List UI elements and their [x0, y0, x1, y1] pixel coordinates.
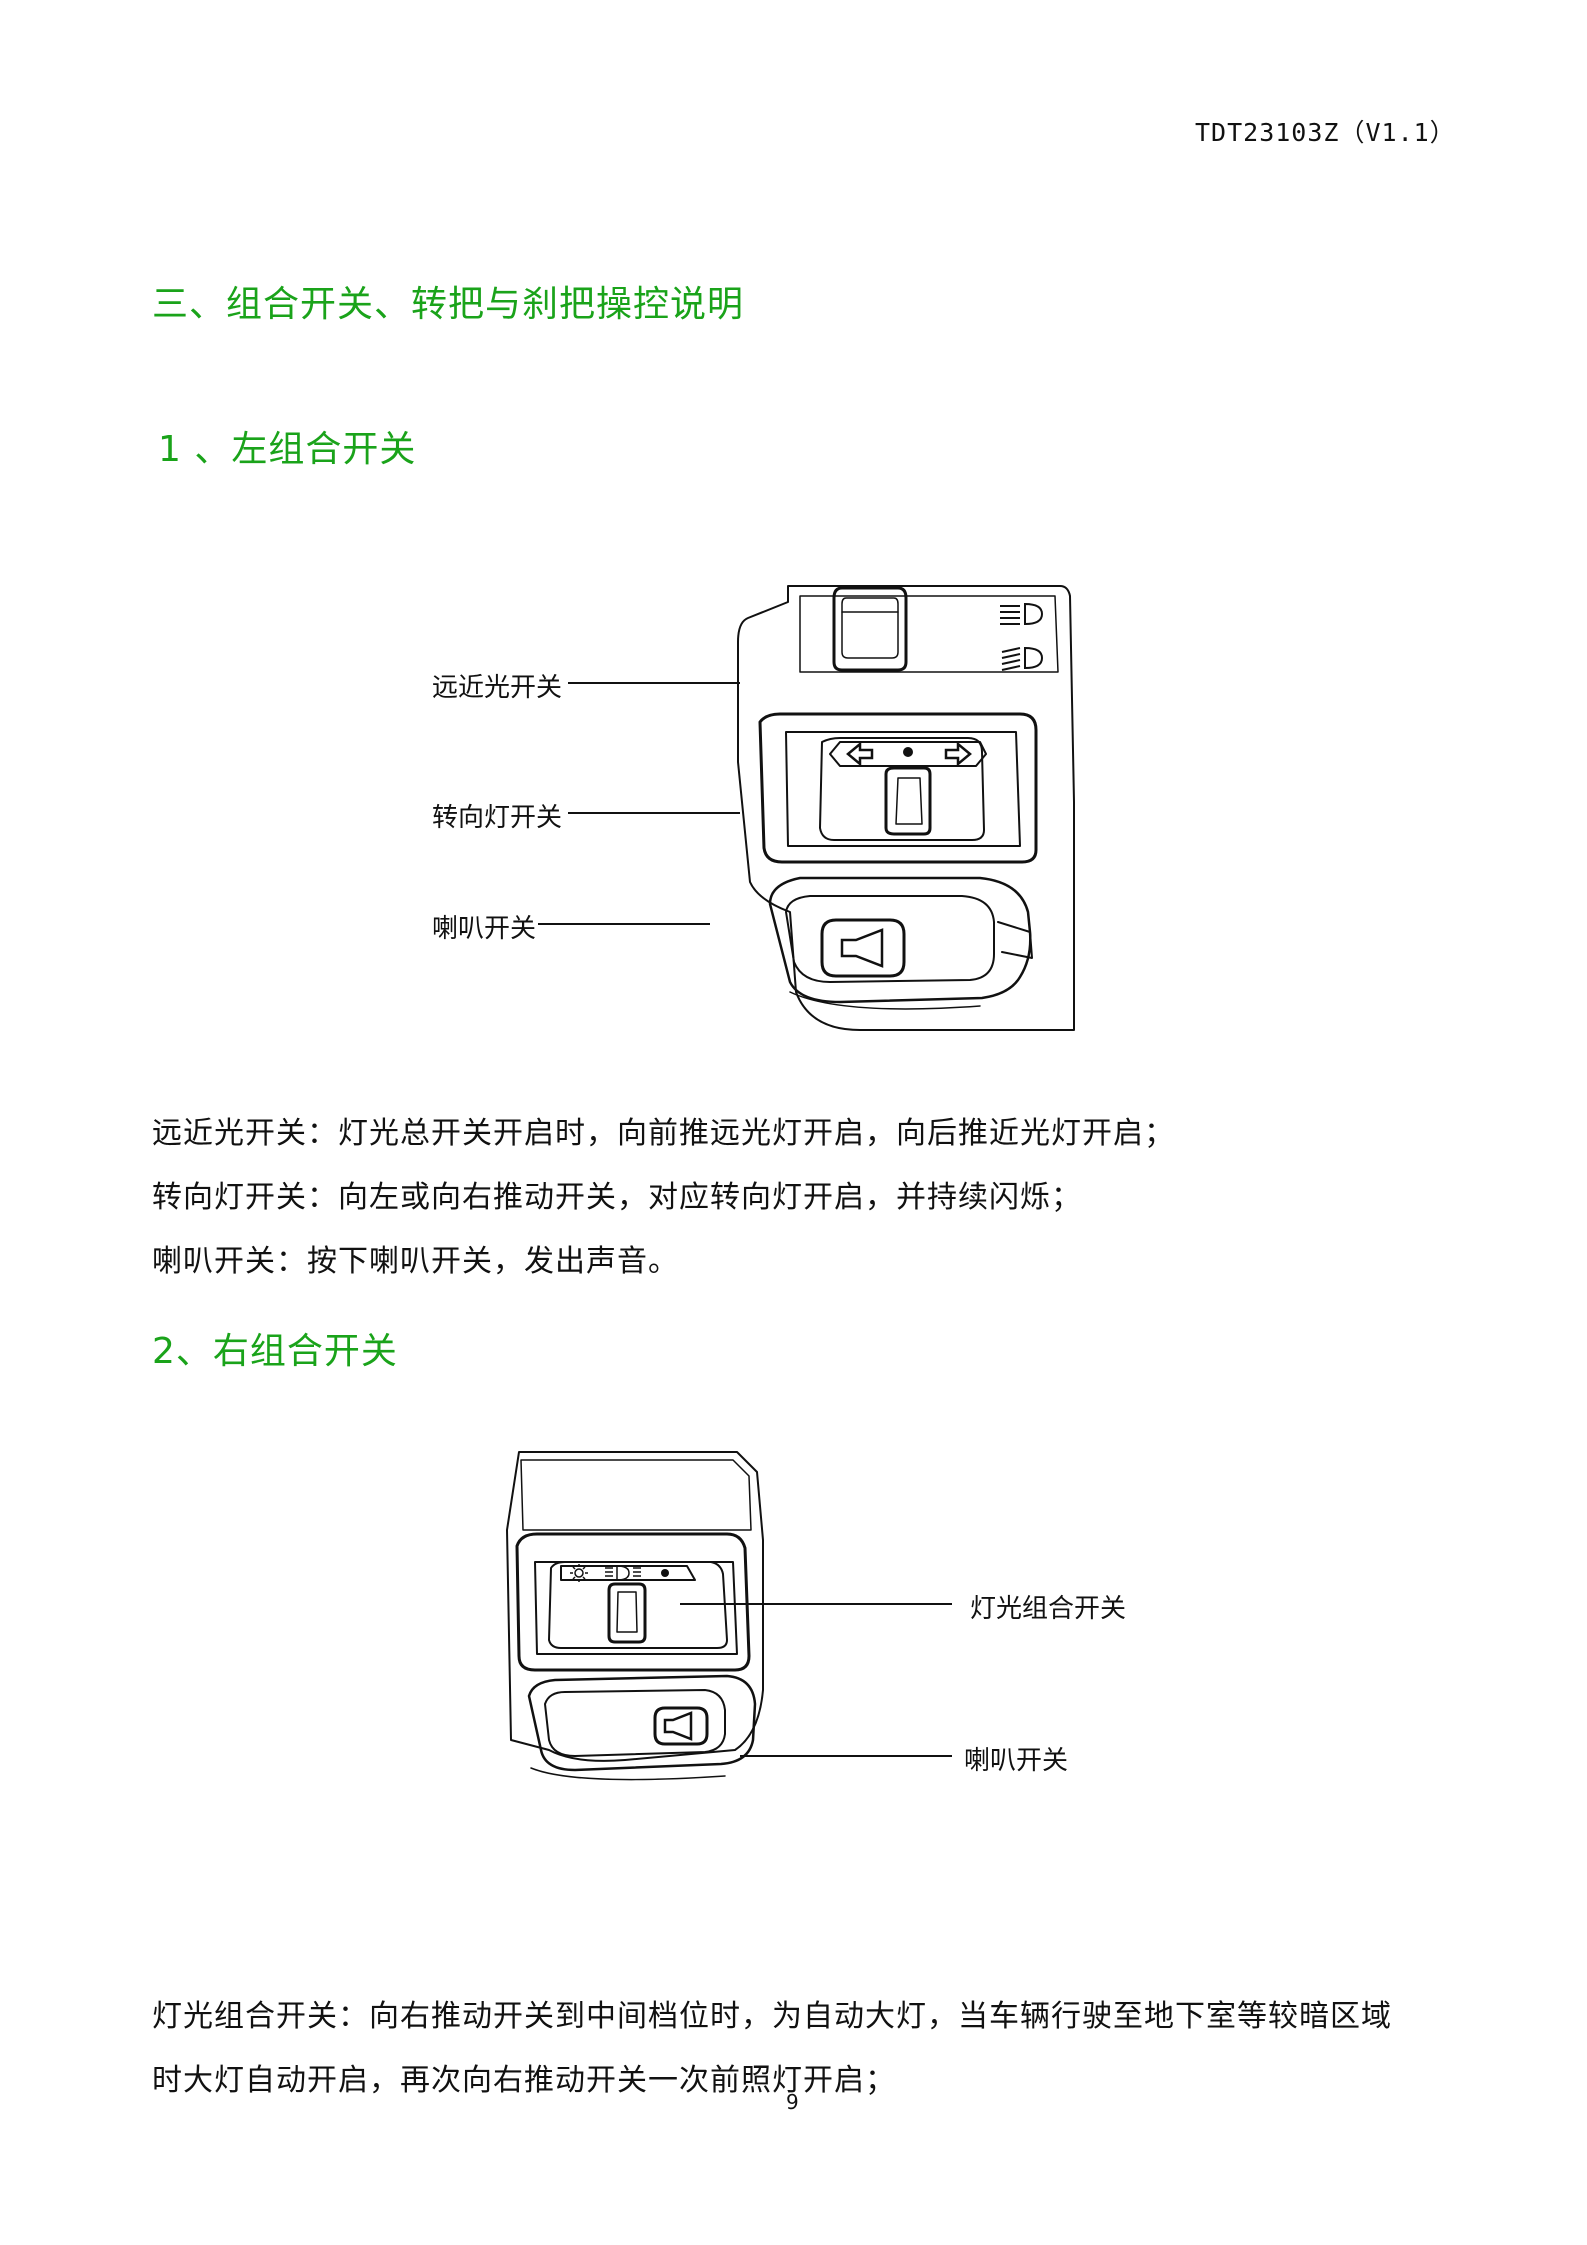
page-number: 9: [786, 2090, 799, 2114]
horn-icon: [842, 930, 882, 966]
right-switch-heading: 2、右组合开关: [152, 1331, 398, 1372]
description-line: 喇叭开关：按下喇叭开关，发出声音。: [152, 1244, 679, 1279]
leader-line: [680, 1603, 952, 1605]
callout-dimmer: 远近光开关: [432, 673, 563, 703]
right-switch-diagram: [505, 1450, 775, 1790]
leader-line: [538, 923, 710, 925]
description-line: 灯光组合开关：向右推动开关到中间档位时，为自动大灯，当车辆行驶至地下室等较暗区域: [152, 1999, 1392, 2034]
sun-icon: [570, 1564, 588, 1582]
horn-icon: [665, 1713, 691, 1739]
callout-horn-right: 喇叭开关: [964, 1746, 1069, 1776]
center-dot-icon: [903, 747, 913, 757]
description-line: 时大灯自动开启，再次向右推动开关一次前照灯开启；: [152, 2063, 896, 2098]
auto-light-icon: [605, 1566, 641, 1580]
arrow-left-icon: [848, 744, 872, 764]
leader-line: [568, 812, 740, 814]
arrow-right-icon: [946, 744, 970, 764]
left-switch-diagram: [730, 582, 1100, 1037]
section-title: 三、组合开关、转把与刹把操控说明: [152, 284, 745, 325]
low-beam-icon: [1002, 648, 1042, 670]
callout-turn: 转向灯开关: [432, 803, 563, 833]
left-switch-heading: 1 、左组合开关: [158, 429, 417, 470]
callout-light-combo: 灯光组合开关: [970, 1594, 1127, 1624]
high-beam-icon: [1000, 604, 1042, 624]
description-line: 远近光开关：灯光总开关开启时，向前推远光灯开启，向后推近光灯开启；: [152, 1116, 1175, 1151]
leader-line: [568, 682, 740, 684]
description-line: 转向灯开关：向左或向右推动开关，对应转向灯开启，并持续闪烁；: [152, 1180, 1082, 1215]
callout-horn-left: 喇叭开关: [432, 914, 537, 944]
dot-icon: [661, 1569, 669, 1577]
leader-line: [740, 1755, 952, 1757]
document-code: TDT23103Z（V1.1）: [1195, 118, 1456, 147]
